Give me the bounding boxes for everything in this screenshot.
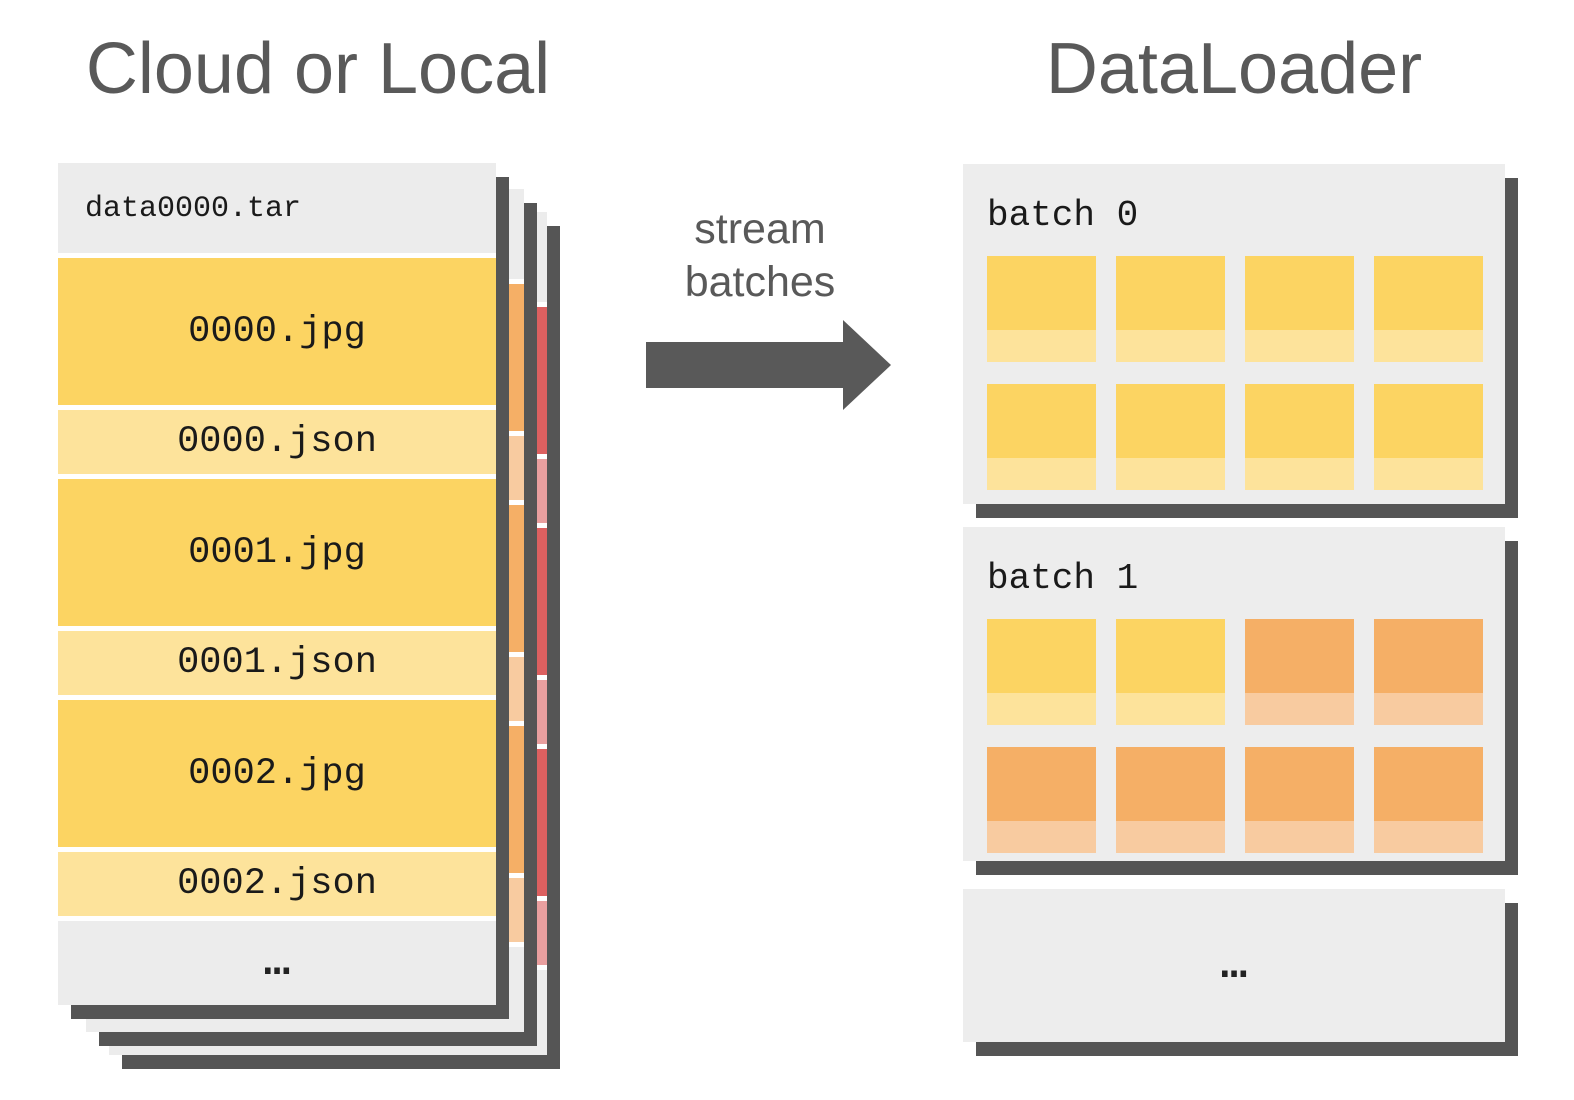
sample-tile bbox=[1116, 256, 1225, 362]
sample-image-block bbox=[1374, 747, 1483, 821]
arrow-label-line2: batches bbox=[684, 258, 836, 306]
sample-tile bbox=[1245, 619, 1354, 725]
sample-image-block bbox=[1116, 747, 1225, 821]
sample-json-block bbox=[1374, 693, 1483, 725]
batch-1-tile-grid bbox=[987, 619, 1483, 853]
sample-image-block bbox=[1116, 619, 1225, 693]
sample-json-block bbox=[1245, 330, 1354, 362]
sample-tile bbox=[987, 384, 1096, 490]
sample-tile bbox=[1374, 619, 1483, 725]
sample-tile bbox=[987, 256, 1096, 362]
sample-tile bbox=[1245, 384, 1354, 490]
sample-json-block bbox=[1374, 821, 1483, 853]
sample-json-block bbox=[987, 821, 1096, 853]
sample-json-block bbox=[1245, 821, 1354, 853]
sample-image-block bbox=[1245, 384, 1354, 458]
sample-image-block bbox=[1245, 747, 1354, 821]
sample-image-block bbox=[987, 747, 1096, 821]
sample-tile bbox=[1245, 747, 1354, 853]
sample-image-block bbox=[1245, 619, 1354, 693]
arrow-label: stream batches bbox=[615, 203, 905, 309]
sample-tile bbox=[1245, 256, 1354, 362]
tar-row-0001-json: 0001.json bbox=[58, 631, 496, 695]
sample-tile bbox=[1116, 384, 1225, 490]
sample-image-block bbox=[1116, 256, 1225, 330]
sample-json-block bbox=[1374, 330, 1483, 362]
right-arrow-icon bbox=[646, 342, 843, 388]
sample-tile bbox=[1374, 747, 1483, 853]
sample-json-block bbox=[1116, 693, 1225, 725]
sample-image-block bbox=[987, 619, 1096, 693]
sample-image-block bbox=[1245, 256, 1354, 330]
sample-image-block bbox=[1374, 384, 1483, 458]
right-title: DataLoader bbox=[1045, 29, 1423, 109]
arrow-label-line1: stream bbox=[694, 205, 826, 253]
tar-row-0002-jpg: 0002.jpg bbox=[58, 700, 496, 847]
sample-image-block bbox=[1374, 619, 1483, 693]
tar-card-footer: … bbox=[58, 921, 496, 1005]
sample-image-block bbox=[1374, 256, 1483, 330]
batch-0-card: batch 0 bbox=[963, 164, 1505, 504]
sample-tile bbox=[1116, 747, 1225, 853]
sample-tile bbox=[1116, 619, 1225, 725]
sample-json-block bbox=[1245, 693, 1354, 725]
sample-tile bbox=[987, 619, 1096, 725]
left-title: Cloud or Local bbox=[85, 29, 551, 109]
sample-json-block bbox=[987, 330, 1096, 362]
sample-image-block bbox=[1116, 384, 1225, 458]
tar-row-0001-jpg: 0001.jpg bbox=[58, 479, 496, 626]
sample-tile bbox=[987, 747, 1096, 853]
right-arrow-head-icon bbox=[843, 320, 891, 410]
tar-row-0002-json: 0002.json bbox=[58, 852, 496, 916]
sample-json-block bbox=[987, 693, 1096, 725]
batch-1-label: batch 1 bbox=[987, 558, 1139, 599]
sample-json-block bbox=[1116, 821, 1225, 853]
tar-shard-card-front: data0000.tar 0000.jpg 0000.json 0001.jpg… bbox=[58, 163, 496, 1005]
sample-json-block bbox=[1116, 330, 1225, 362]
more-batches-card: … bbox=[963, 889, 1505, 1042]
batch-1-card: batch 1 bbox=[963, 527, 1505, 861]
sample-image-block bbox=[987, 384, 1096, 458]
sample-json-block bbox=[1116, 458, 1225, 490]
tar-row-0000-jpg: 0000.jpg bbox=[58, 258, 496, 405]
sample-image-block bbox=[987, 256, 1096, 330]
sample-json-block bbox=[1245, 458, 1354, 490]
sample-tile bbox=[1374, 384, 1483, 490]
batch-0-label: batch 0 bbox=[987, 195, 1139, 236]
batch-0-tile-grid bbox=[987, 256, 1483, 490]
sample-tile bbox=[1374, 256, 1483, 362]
tar-file-name: data0000.tar bbox=[58, 163, 496, 253]
ellipsis-text: … bbox=[1220, 940, 1248, 991]
sample-json-block bbox=[987, 458, 1096, 490]
tar-row-0000-json: 0000.json bbox=[58, 410, 496, 474]
ellipsis-text: … bbox=[263, 938, 291, 988]
sample-json-block bbox=[1374, 458, 1483, 490]
